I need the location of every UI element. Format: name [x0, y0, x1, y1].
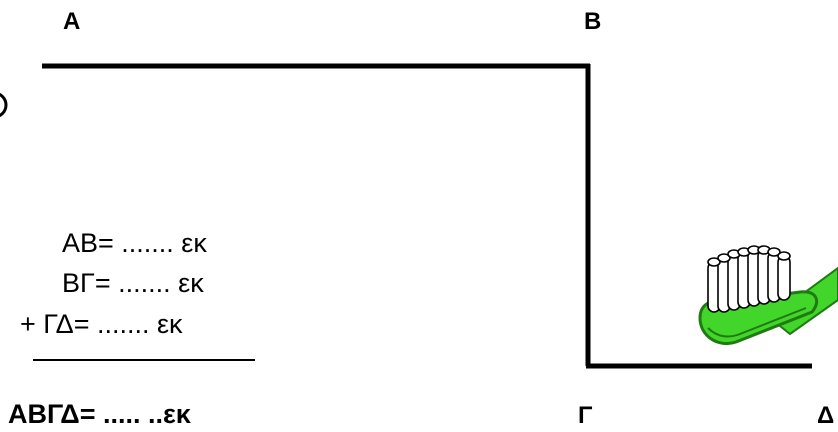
point-label-g: Γ: [578, 402, 593, 429]
sum-rule: [33, 359, 255, 361]
equation-bg: ΒΓ= ....... εκ: [62, 268, 204, 298]
equation-total: ΑΒΓΔ= ..... ..εκ: [8, 399, 191, 429]
edge-circle-decoration: [0, 92, 8, 118]
point-label-d: Δ: [817, 402, 835, 429]
toothbrush-icon: [698, 245, 838, 345]
equation-ab: ΑΒ= ....... εκ: [62, 228, 207, 258]
point-label-a: Α: [63, 8, 81, 35]
equation-gd: + ΓΔ= ....... εκ: [20, 309, 183, 339]
point-label-b: Β: [584, 8, 602, 35]
